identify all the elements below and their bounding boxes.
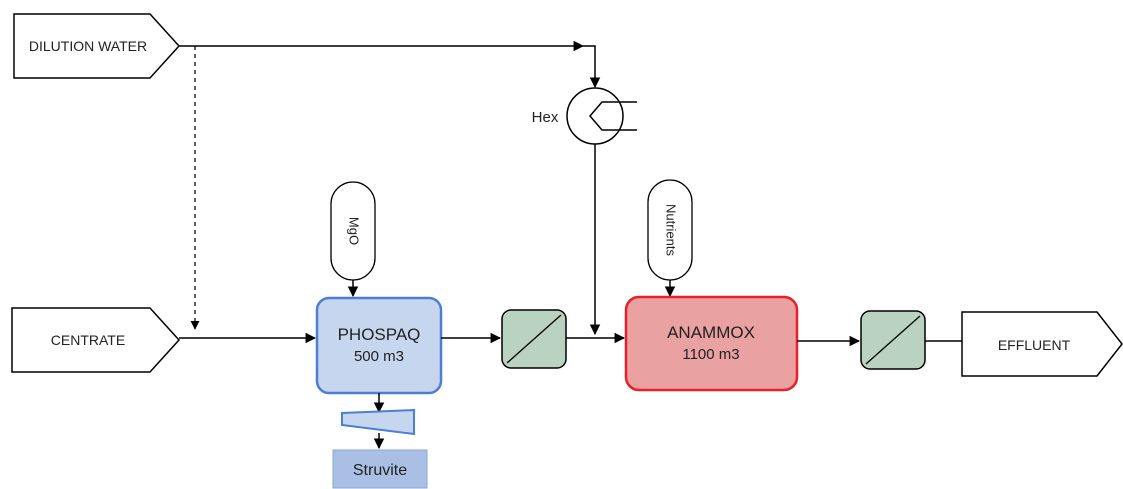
mgo-dosing-tank: MgO (330, 181, 376, 281)
struvite-label: Struvite (353, 462, 407, 479)
heat-exchanger-coil-icon (589, 101, 637, 131)
phospaq-volume: 500 m3 (354, 348, 404, 365)
phospaq-name: PHOSPAQ (338, 325, 421, 344)
anammox-name: ANAMMOX (667, 323, 755, 342)
dilution-water-input: DILUTION WATER (13, 13, 181, 79)
struvite-separator-cone (341, 408, 415, 436)
dilution-line-down-to-hex (583, 45, 601, 89)
effluent-label: EFFLUENT (998, 337, 1071, 353)
centrate-input: CENTRATE (11, 307, 181, 373)
membrane-separator-2 (860, 310, 926, 370)
phospaq-reactor: PHOSPAQ 500 m3 (315, 296, 443, 395)
anammox-volume: 1100 m3 (682, 346, 739, 363)
anammox-reactor: ANAMMOX 1100 m3 (624, 295, 799, 392)
nutrients-dosing-tank: Nutrients (647, 179, 693, 281)
membrane-separator-1 (501, 309, 567, 369)
dilution-water-label: DILUTION WATER (29, 38, 147, 54)
nutrients-label: Nutrients (664, 204, 679, 257)
hex-label: Hex (532, 109, 559, 126)
struvite-product: Struvite (332, 449, 428, 489)
effluent-output: EFFLUENT (961, 311, 1123, 377)
mgo-label: MgO (347, 217, 362, 245)
heat-exchanger: Hex (532, 87, 637, 145)
centrate-label: CENTRATE (51, 332, 125, 348)
